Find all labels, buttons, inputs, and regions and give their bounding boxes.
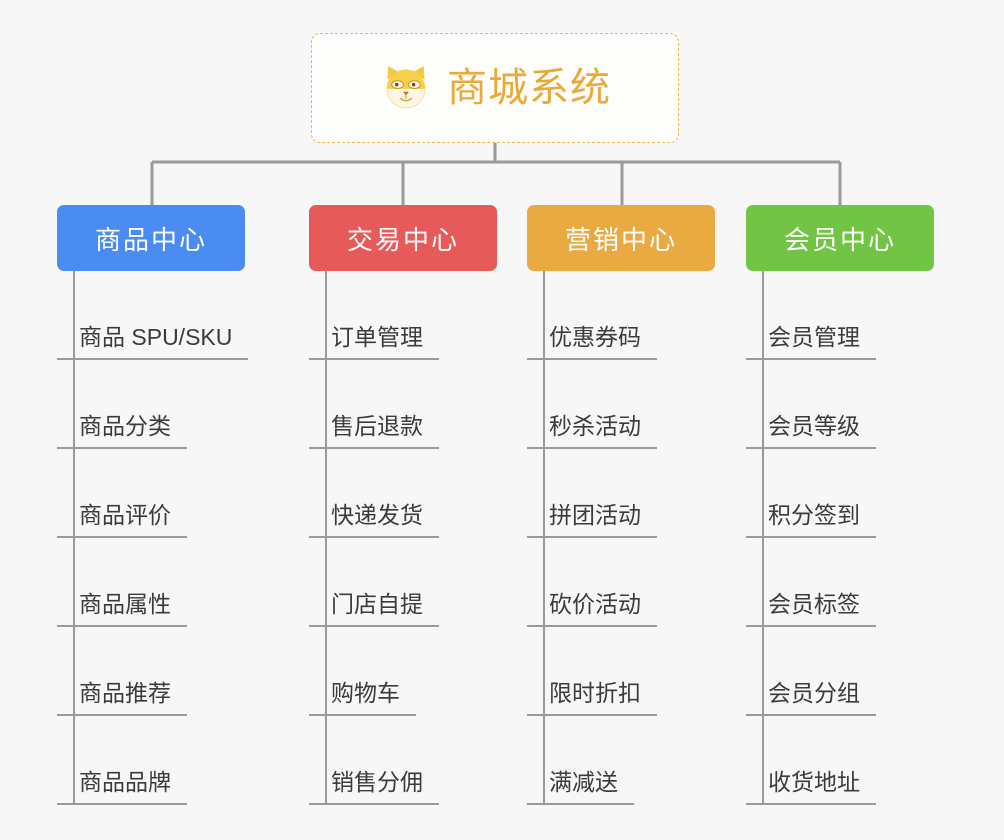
list-item[interactable]: 门店自提	[309, 538, 497, 627]
list-item-label: 拼团活动	[527, 501, 657, 538]
list-item[interactable]: 会员标签	[746, 538, 934, 627]
list-item[interactable]: 会员分组	[746, 627, 934, 716]
list-item-label: 购物车	[309, 679, 416, 716]
list-item-label: 快递发货	[309, 501, 439, 538]
branch-header-label: 交易中心	[346, 224, 459, 255]
branch-spine	[73, 271, 76, 805]
branch-header-label: 营销中心	[564, 224, 677, 255]
list-item-label: 商品分类	[57, 412, 187, 449]
branch-items-trade-center: 订单管理 售后退款 快递发货 门店自提 购物车 销售分佣	[309, 271, 497, 805]
branch-spine	[543, 271, 546, 805]
branch-column-member-center: 会员中心 会员管理 会员等级 积分签到 会员标签 会员分组 收货地址	[746, 205, 934, 805]
branch-spine	[325, 271, 328, 805]
branch-header-label: 商品中心	[94, 224, 207, 255]
list-item-label: 商品品牌	[57, 768, 187, 805]
list-item-label: 订单管理	[309, 323, 439, 360]
list-item[interactable]: 积分签到	[746, 449, 934, 538]
list-item-label: 售后退款	[309, 412, 439, 449]
list-item[interactable]: 商品品牌	[57, 716, 245, 805]
list-item-label: 门店自提	[309, 590, 439, 627]
list-item-label: 限时折扣	[527, 679, 657, 716]
list-item[interactable]: 商品评价	[57, 449, 245, 538]
branch-column-trade-center: 交易中心 订单管理 售后退款 快递发货 门店自提 购物车 销售分佣	[309, 205, 497, 805]
list-item-label: 销售分佣	[309, 768, 439, 805]
list-item[interactable]: 商品 SPU/SKU	[57, 271, 249, 360]
branch-column-marketing-center: 营销中心 优惠券码 秒杀活动 拼团活动 砍价活动 限时折扣 满减送	[527, 205, 715, 805]
list-item-label: 商品评价	[57, 501, 187, 538]
branch-header-trade-center[interactable]: 交易中心	[309, 205, 497, 271]
branch-spine	[762, 271, 765, 805]
branch-items-product-center: 商品 SPU/SKU 商品分类 商品评价 商品属性 商品推荐 商品品牌	[57, 271, 249, 805]
branch-header-label: 会员中心	[783, 224, 896, 255]
list-item[interactable]: 砍价活动	[527, 538, 715, 627]
root-node-title: 商城系统	[447, 66, 611, 110]
list-item[interactable]: 购物车	[309, 627, 497, 716]
list-item[interactable]: 秒杀活动	[527, 360, 715, 449]
branch-header-marketing-center[interactable]: 营销中心	[527, 205, 715, 271]
list-item[interactable]: 订单管理	[309, 271, 497, 360]
list-item-label: 会员分组	[746, 679, 876, 716]
list-item[interactable]: 销售分佣	[309, 716, 497, 805]
list-item[interactable]: 限时折扣	[527, 627, 715, 716]
list-item[interactable]: 商品属性	[57, 538, 245, 627]
list-item-label: 积分签到	[746, 501, 876, 538]
list-item-label: 收货地址	[746, 768, 876, 805]
list-item-label: 优惠券码	[527, 323, 657, 360]
list-item-label: 砍价活动	[527, 590, 657, 627]
list-item-label: 满减送	[527, 768, 634, 805]
branch-column-product-center: 商品中心 商品 SPU/SKU 商品分类 商品评价 商品属性 商品推荐 商品品牌	[57, 205, 249, 805]
list-item[interactable]: 会员管理	[746, 271, 934, 360]
list-item-label: 会员管理	[746, 323, 876, 360]
list-item[interactable]: 售后退款	[309, 360, 497, 449]
branch-items-member-center: 会员管理 会员等级 积分签到 会员标签 会员分组 收货地址	[746, 271, 934, 805]
list-item[interactable]: 拼团活动	[527, 449, 715, 538]
list-item[interactable]: 商品推荐	[57, 627, 245, 716]
root-node-shop-system[interactable]: 商城系统	[311, 33, 679, 143]
list-item-label: 会员等级	[746, 412, 876, 449]
list-item-label: 商品属性	[57, 590, 187, 627]
list-item[interactable]: 收货地址	[746, 716, 934, 805]
list-item-label: 秒杀活动	[527, 412, 657, 449]
list-item-label: 会员标签	[746, 590, 876, 627]
list-item-label: 商品 SPU/SKU	[57, 323, 249, 360]
branch-header-member-center[interactable]: 会员中心	[746, 205, 934, 271]
branch-header-product-center[interactable]: 商品中心	[57, 205, 245, 271]
list-item-label: 商品推荐	[57, 679, 187, 716]
list-item[interactable]: 优惠券码	[527, 271, 715, 360]
list-item[interactable]: 快递发货	[309, 449, 497, 538]
list-item[interactable]: 满减送	[527, 716, 715, 805]
list-item[interactable]: 商品分类	[57, 360, 245, 449]
list-item[interactable]: 会员等级	[746, 360, 934, 449]
branch-items-marketing-center: 优惠券码 秒杀活动 拼团活动 砍价活动 限时折扣 满减送	[527, 271, 715, 805]
shiba-dog-face-icon	[379, 61, 433, 115]
